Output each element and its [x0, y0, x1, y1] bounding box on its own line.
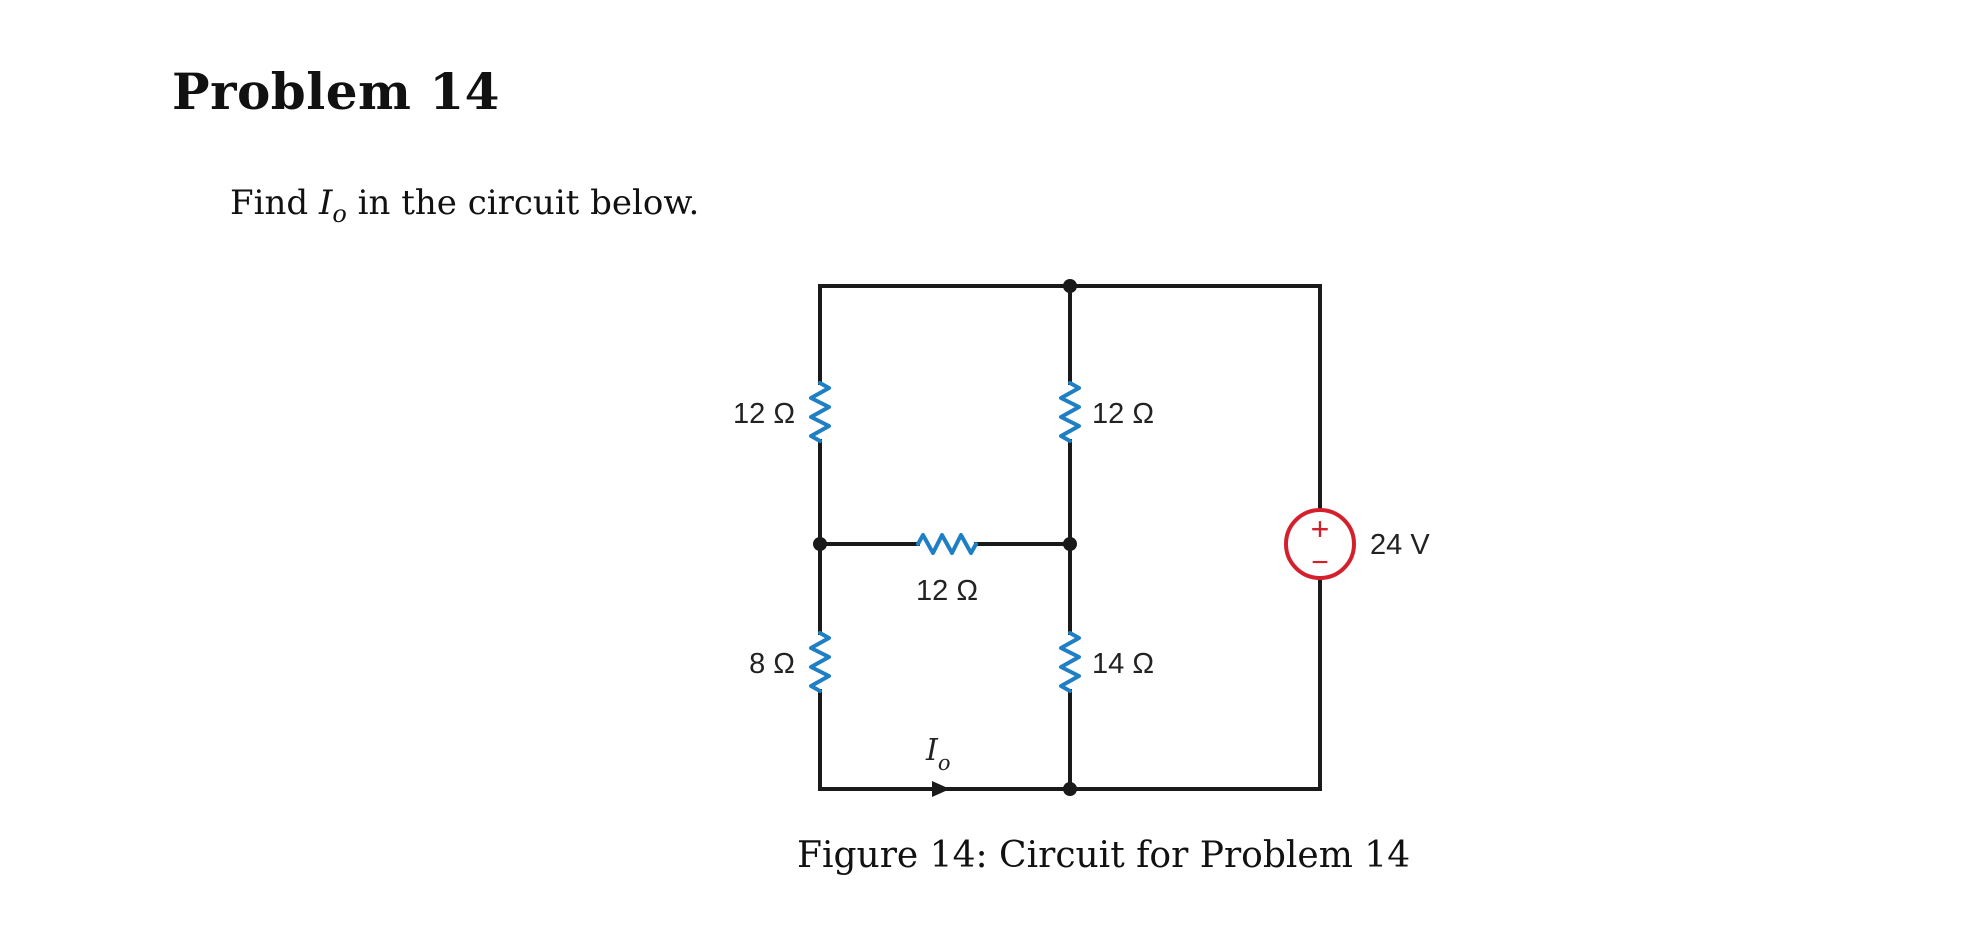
resistors: [809, 381, 1081, 693]
figure-caption: Figure 14: Circuit for Problem 14: [797, 835, 1411, 876]
junction-top-middle: [1063, 279, 1077, 293]
resistor-left-bottom: [809, 631, 831, 693]
source-minus-icon: −: [1311, 546, 1329, 579]
current-label-subscript: o: [938, 751, 951, 775]
resistor-left-top: [809, 381, 831, 443]
label-horizontal-resistor: 12 Ω: [916, 575, 978, 607]
current-direction-arrow-icon: [932, 781, 950, 797]
statement-prefix: Find: [230, 183, 319, 223]
source-plus-icon: +: [1311, 511, 1330, 547]
resistor-horizontal: [916, 533, 978, 555]
current-subscript: o: [332, 199, 347, 228]
problem-title: Problem 14: [172, 62, 500, 121]
label-middle-top-resistor: 12 Ω: [1092, 398, 1154, 430]
current-label: Io: [925, 733, 951, 775]
label-voltage-source: 24 V: [1370, 529, 1430, 561]
label-left-top-resistor: 12 Ω: [733, 398, 795, 430]
statement-suffix: in the circuit below.: [346, 183, 700, 223]
junction-dots: [813, 279, 1077, 796]
current-symbol: I: [318, 183, 333, 223]
label-left-bottom-resistor: 8 Ω: [749, 648, 795, 680]
label-middle-bottom-resistor: 14 Ω: [1092, 648, 1154, 680]
junction-bottom-middle: [1063, 782, 1077, 796]
problem-statement: Find Io in the circuit below.: [230, 183, 699, 228]
junction-center: [1063, 537, 1077, 551]
current-label-symbol: I: [925, 733, 939, 768]
voltage-source: + −: [1284, 508, 1356, 580]
junction-left-middle: [813, 537, 827, 551]
resistor-middle-bottom: [1059, 631, 1081, 693]
source-circle: [1284, 508, 1356, 580]
resistor-middle-top: [1059, 381, 1081, 443]
